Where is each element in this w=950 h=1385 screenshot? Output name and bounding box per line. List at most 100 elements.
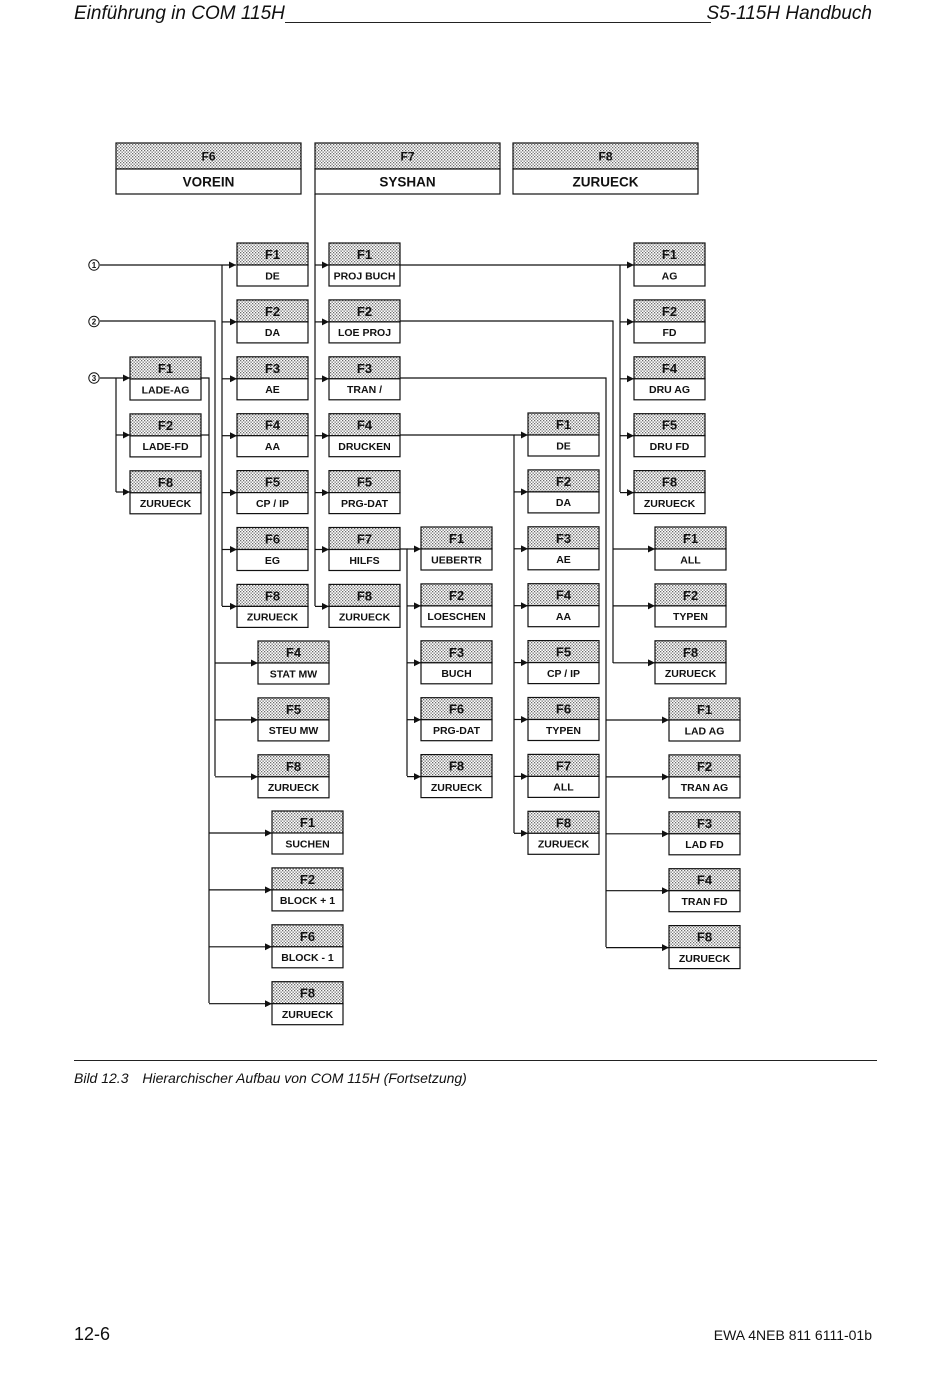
menu-item-label: ZURUECK (679, 953, 731, 965)
function-key-label: F1 (449, 531, 464, 546)
menu-item-label: ZURUECK (644, 498, 696, 510)
function-key-label: F8 (449, 759, 464, 774)
header-title-right: S5-115H Handbuch (706, 3, 872, 24)
marker-1: 1 (88, 259, 100, 271)
function-key-label: F4 (265, 418, 281, 433)
menu-item-label: ZURUECK (538, 839, 590, 851)
page-number: 12-6 (74, 1324, 111, 1344)
menu-item-label: ZURUECK (282, 1009, 334, 1021)
menu-label-cell (420, 775, 493, 799)
function-key-label: F8 (662, 475, 677, 490)
function-key-label: F4 (662, 361, 678, 376)
menu-label-cell (271, 1003, 344, 1026)
menu-item-label: CP / IP (547, 668, 580, 680)
function-key-label: F2 (697, 759, 712, 774)
function-key-label: F1 (683, 531, 698, 546)
function-key-label: F7 (357, 532, 372, 547)
menu-label-cell (236, 321, 309, 344)
menu-label-cell (236, 605, 309, 629)
menu-label-cell (420, 605, 493, 628)
menu-label-cell (527, 548, 600, 571)
function-key-label: F2 (683, 588, 698, 603)
marker-number: 1 (92, 261, 97, 270)
function-key-label: F2 (158, 418, 173, 433)
function-key-label: F8 (683, 645, 698, 660)
function-key-label: F5 (265, 475, 280, 490)
menu-item-label: ZURUECK (339, 612, 391, 624)
function-key-label: F6 (300, 929, 315, 944)
menu-label-cell (668, 890, 741, 913)
menu-item-label: AA (265, 441, 281, 453)
menu-item-label: TYPEN (673, 611, 708, 623)
menu-label-cell (271, 946, 344, 969)
menu-item-label: BLOCK - 1 (281, 952, 334, 964)
menu-label-cell (527, 661, 600, 685)
menu-label-cell (668, 946, 741, 970)
menu-item-label: LAD FD (685, 839, 724, 851)
menu-item-label: BUCH (441, 668, 471, 680)
function-key-label: F1 (697, 702, 712, 717)
menu-item-label: VOREIN (183, 175, 235, 190)
menu-item-label: DRUCKEN (338, 441, 391, 453)
function-key-cell (512, 142, 699, 170)
menu-label-cell (129, 378, 202, 401)
caption-text: Hierarchischer Aufbau von COM 115H (Fort… (142, 1070, 467, 1086)
menu-item-label: STAT MW (270, 668, 318, 680)
menu-item-label: AA (556, 611, 572, 623)
function-key-label: F6 (265, 532, 280, 547)
menu-label-cell (527, 832, 600, 855)
function-key-label: F7 (556, 758, 571, 773)
function-key-label: F8 (300, 986, 315, 1001)
marker-2: 2 (88, 315, 100, 328)
menu-item-label: ZURUECK (573, 175, 639, 190)
menu-item-label: TRAN AG (681, 782, 728, 794)
menu-item-label: LAD AG (685, 725, 725, 737)
function-key-label: F2 (357, 304, 372, 319)
function-key-label: F1 (265, 247, 280, 262)
menu-label-cell (654, 548, 727, 571)
function-key-label: F4 (697, 873, 713, 888)
header-rule (285, 22, 711, 23)
menu-item-label: TRAN FD (681, 896, 727, 908)
menu-item-label: TYPEN (546, 725, 581, 737)
function-key-label: F3 (697, 816, 712, 831)
menu-item-label: LOE PROJ (338, 327, 391, 339)
menu-label-cell (328, 321, 401, 344)
function-key-label: F3 (265, 361, 280, 376)
caption-number: Bild 12.3 (74, 1070, 129, 1086)
function-key-label: F6 (449, 702, 464, 717)
menu-label-cell (512, 168, 699, 195)
connector-line (400, 377, 607, 947)
menu-label-cell (328, 548, 401, 572)
menu-label-cell (257, 776, 330, 799)
menu-label-cell (420, 719, 493, 742)
menu-item-label: ALL (680, 554, 701, 566)
menu-item-label: ZURUECK (431, 782, 483, 794)
menu-item-label: DA (556, 497, 572, 509)
menu-item-label: AE (265, 384, 280, 396)
menu-label-cell (115, 168, 302, 195)
marker-3: 3 (88, 372, 100, 384)
menu-item-label: BLOCK + 1 (280, 895, 335, 907)
